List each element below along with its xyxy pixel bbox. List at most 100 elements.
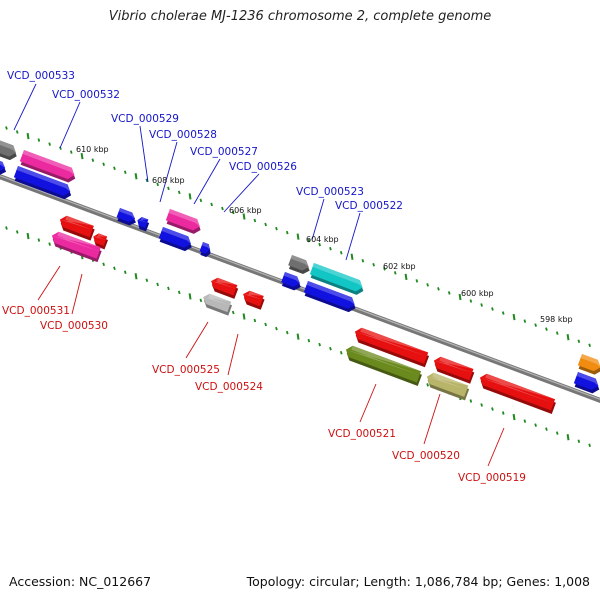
tick-mark-outer: [383, 267, 386, 271]
gene-feature: [577, 354, 600, 375]
tick-mark-outer: [91, 158, 95, 162]
tick-mark-inner: [102, 262, 105, 266]
tick-mark-outer: [426, 283, 429, 287]
gene-feature: [59, 215, 95, 241]
tick-mark-outer: [555, 331, 559, 335]
tick-mark-inner: [156, 282, 159, 287]
tick-mark-outer: [534, 323, 537, 327]
tick-mark-outer: [199, 198, 203, 203]
gene-feature: [426, 372, 470, 401]
label-leader: [59, 101, 81, 149]
accession-text: Accession: NC_012667: [9, 574, 152, 589]
tick-mark-inner: [577, 439, 581, 443]
tick-mark-outer: [80, 153, 84, 160]
tick-mark-inner: [501, 411, 505, 415]
gene-feature: [0, 136, 17, 161]
tick-mark-outer: [48, 142, 51, 146]
label-leader: [223, 173, 260, 213]
gene-feature: [281, 272, 301, 291]
tick-mark-inner: [15, 230, 19, 234]
tick-mark-outer: [512, 313, 516, 321]
gene-label: VCD_000520: [392, 450, 460, 462]
tick-mark-inner: [145, 278, 149, 283]
tick-mark-outer: [404, 273, 408, 280]
label-leader: [159, 141, 178, 203]
tick-mark-outer: [221, 206, 224, 211]
kbp-label: 610 kbp: [76, 145, 109, 154]
gene-label: VCD_000521: [328, 428, 396, 440]
label-leader: [311, 198, 325, 241]
gene-feature: [0, 158, 7, 175]
tick-mark-outer: [577, 339, 581, 343]
tick-mark-outer: [329, 246, 332, 251]
tick-mark-inner: [264, 322, 267, 327]
tick-mark-inner: [339, 350, 343, 355]
genome-backbone-highlight: [0, 175, 600, 400]
tick-mark-outer: [15, 130, 19, 134]
label-leader: [423, 393, 441, 445]
gene-label: VCD_000529: [111, 113, 179, 125]
tick-mark-outer: [447, 291, 451, 295]
tick-mark-inner: [566, 434, 570, 441]
tick-mark-outer: [188, 193, 192, 200]
gene-feature: [199, 242, 211, 258]
tick-mark-inner: [242, 313, 246, 320]
gene-label: VCD_000528: [149, 129, 217, 141]
gene-feature: [243, 290, 265, 310]
tick-mark-inner: [426, 383, 429, 387]
gene-feature: [13, 166, 72, 200]
gene-label: VCD_000525: [152, 364, 220, 376]
tick-mark-outer: [545, 327, 548, 331]
tick-mark-outer: [307, 238, 311, 243]
label-leader: [13, 83, 37, 131]
tick-mark-outer: [285, 230, 289, 235]
gene-feature: [303, 281, 356, 313]
genome-backbone: [0, 174, 600, 403]
gene-feature: [116, 208, 136, 226]
kbp-label: 608 kbp: [152, 176, 185, 185]
label-leaders: [13, 83, 505, 467]
tick-mark-outer: [5, 126, 8, 130]
tick-mark-outer: [350, 253, 354, 260]
tick-mark-inner: [555, 431, 559, 435]
tick-mark-inner: [177, 290, 181, 295]
label-leader: [193, 158, 221, 205]
label-leader: [185, 321, 209, 359]
tick-mark-outer: [339, 250, 343, 255]
tick-mark-inner: [307, 338, 311, 343]
tick-mark-outer: [415, 279, 419, 283]
gene-feature: [137, 217, 150, 232]
gene-feature: [165, 209, 201, 234]
tick-mark-inner: [48, 242, 51, 246]
tick-mark-inner: [199, 298, 203, 303]
tick-mark-inner: [134, 273, 138, 280]
tick-mark-outer: [145, 178, 149, 183]
tick-mark-outer: [372, 263, 375, 267]
tick-mark-inner: [469, 399, 473, 403]
tick-mark-outer: [264, 222, 267, 227]
label-leader: [359, 383, 377, 423]
gene-label: VCD_000531: [2, 305, 70, 317]
tick-mark-inner: [480, 403, 483, 407]
tick-marks: [5, 126, 591, 448]
tick-mark-inner: [275, 326, 278, 331]
tick-mark-outer: [361, 259, 365, 263]
genome-stats-text: Topology: circular; Length: 1,086,784 bp…: [246, 574, 590, 589]
tick-mark-inner: [167, 286, 170, 291]
tick-mark-outer: [113, 166, 116, 170]
tick-mark-inner: [5, 226, 8, 230]
label-leader: [227, 333, 239, 376]
gene-label: VCD_000530: [40, 320, 108, 332]
tick-mark-outer: [523, 319, 527, 323]
tick-mark-outer: [69, 150, 73, 154]
gene-feature: [288, 255, 310, 275]
label-leader: [139, 125, 149, 183]
tick-mark-outer: [102, 162, 105, 166]
tick-mark-outer: [242, 213, 246, 220]
tick-mark-inner: [318, 342, 321, 347]
gene-label: VCD_000527: [190, 146, 258, 158]
tick-mark-inner: [491, 407, 494, 411]
label-leader: [37, 265, 61, 301]
